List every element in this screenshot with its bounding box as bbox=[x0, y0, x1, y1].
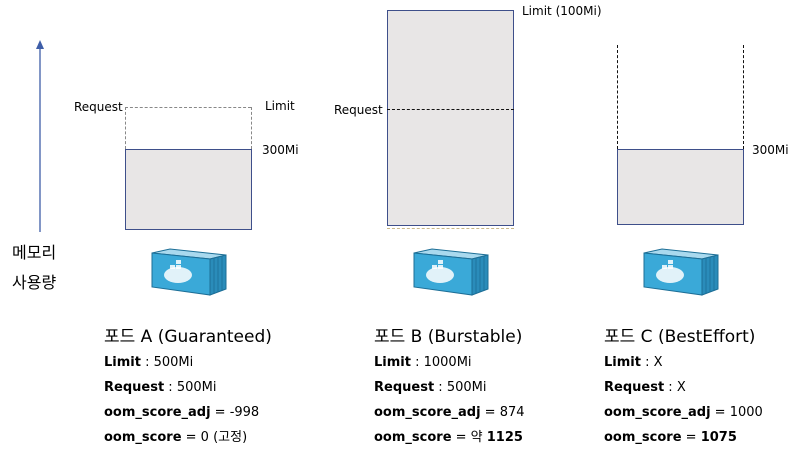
pod-c-title: 포드 C (BestEffort) bbox=[604, 327, 756, 347]
pod-a-usage-label: 300Mi bbox=[262, 143, 299, 157]
pod-a-left-dash bbox=[125, 107, 126, 149]
pod-b-title: 포드 B (Burstable) bbox=[374, 327, 523, 347]
pod-c-oom-score-adj-row: oom_score_adj = 1000 bbox=[604, 405, 763, 420]
pod-c-usage-label: 300Mi bbox=[752, 143, 789, 157]
pod-b-request-row: Request : 500Mi bbox=[374, 380, 487, 395]
memory-axis-arrow bbox=[36, 40, 44, 232]
pod-c-right-dash bbox=[743, 45, 744, 149]
docker-container-icon bbox=[643, 248, 719, 296]
pod-a-memory-usage-bar bbox=[125, 149, 252, 230]
pod-b-limit-row: Limit : 1000Mi bbox=[374, 355, 472, 370]
pod-c-oom-score-row: oom_score = 1075 bbox=[604, 430, 737, 445]
pod-a-title: 포드 A (Guaranteed) bbox=[104, 327, 272, 347]
pod-a-request-label: Request bbox=[74, 100, 123, 114]
pod-c-memory-usage-bar bbox=[617, 149, 744, 225]
pod-b-info: Limit : 1000Mi Request : 500Mi oom_score… bbox=[374, 350, 525, 450]
pod-c-info: Limit : X Request : X oom_score_adj = 10… bbox=[604, 350, 763, 450]
pod-a-request-row: Request : 500Mi bbox=[104, 380, 217, 395]
pod-a-oom-score-row: oom_score = 0 (고정) bbox=[104, 430, 248, 445]
axis-label-line1: 메모리 bbox=[12, 243, 57, 262]
pod-a-limit-row: Limit : 500Mi bbox=[104, 355, 194, 370]
pod-b-request-line bbox=[387, 109, 514, 110]
pod-c-left-dash bbox=[617, 45, 618, 149]
memory-usage-label: 메모리 사용량 bbox=[12, 238, 56, 298]
pod-b-request-label: Request bbox=[334, 103, 383, 117]
pod-b-limit-label: Limit (100Mi) bbox=[522, 4, 602, 18]
pod-c-limit-row: Limit : X bbox=[604, 355, 663, 370]
pod-a-limit-label: Limit bbox=[265, 99, 295, 113]
pod-b-oom-score-adj-row: oom_score_adj = 874 bbox=[374, 405, 525, 420]
pod-b-oom-score-row: oom_score = 약 1125 bbox=[374, 430, 523, 445]
pod-b-memory-usage-bar bbox=[387, 10, 514, 226]
docker-container-icon bbox=[151, 248, 227, 296]
axis-label-line2: 사용량 bbox=[12, 273, 57, 292]
pod-a-limit-line bbox=[125, 107, 251, 108]
pod-b-bottom-dash bbox=[387, 228, 514, 229]
pod-a-right-dash bbox=[251, 107, 252, 149]
pod-a-info: Limit : 500Mi Request : 500Mi oom_score_… bbox=[104, 350, 259, 450]
pod-a-oom-score-adj-row: oom_score_adj = -998 bbox=[104, 405, 260, 420]
docker-container-icon bbox=[413, 248, 489, 296]
pod-c-request-row: Request : X bbox=[604, 380, 686, 395]
